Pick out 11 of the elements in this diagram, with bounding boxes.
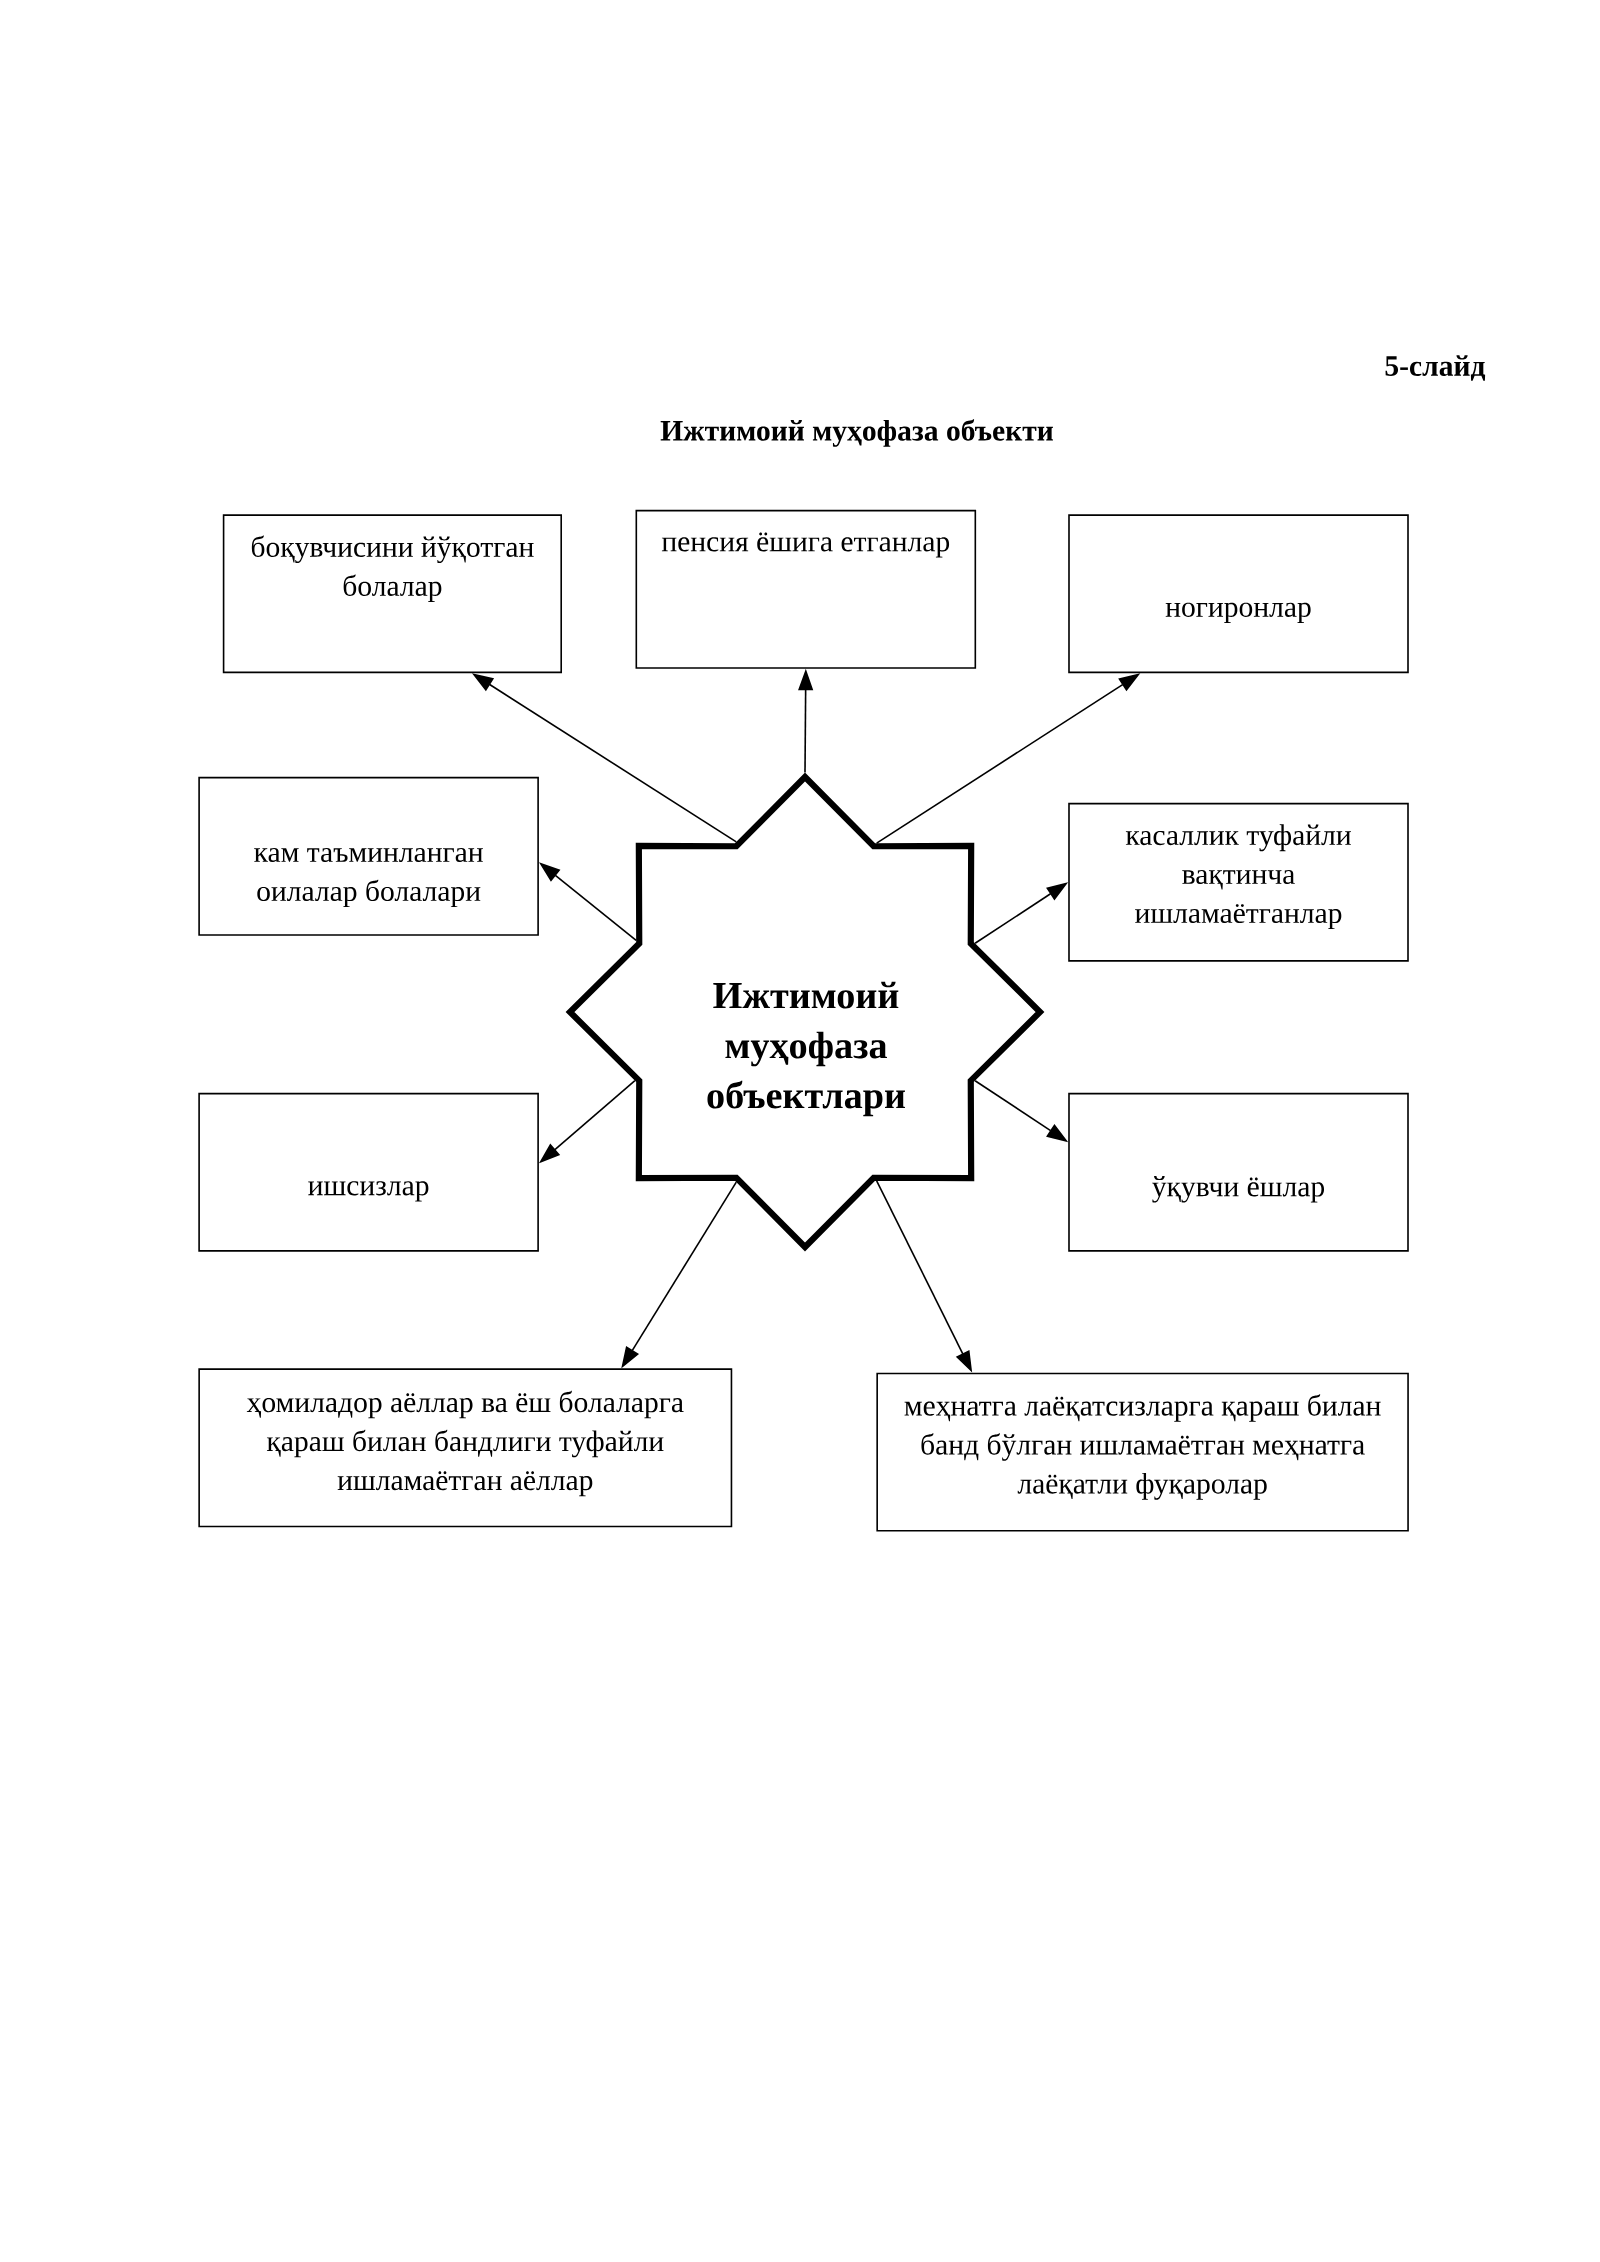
category-box: меҳнатга лаёқатсизларга қараш билан банд бўлган ишламаётган меҳнатга лаёқатли фуқаролар <box>876 1372 1409 1532</box>
category-box: ногиронлар <box>1068 514 1409 674</box>
category-box: ўқувчи ёшлар <box>1068 1092 1409 1252</box>
category-box: боқувчисини йўқотган болалар <box>222 514 562 674</box>
category-box: касаллик туфайли вақтинча ишламаётганлар <box>1068 802 1409 962</box>
category-box: ишсизлар <box>198 1092 539 1252</box>
category-box: ҳомиладор аёллар ва ёш болаларга қараш билан бандлиги туфайли ишламаётган аёллар <box>198 1368 733 1528</box>
slide-number: 5-слайд <box>1385 355 1486 381</box>
title: Ижтимоий муҳофаза объекти <box>660 419 1053 447</box>
category-box: пенсия ёшига етганлар <box>635 509 977 669</box>
category-box: кам таъминланган оилалар болалари <box>198 776 539 936</box>
